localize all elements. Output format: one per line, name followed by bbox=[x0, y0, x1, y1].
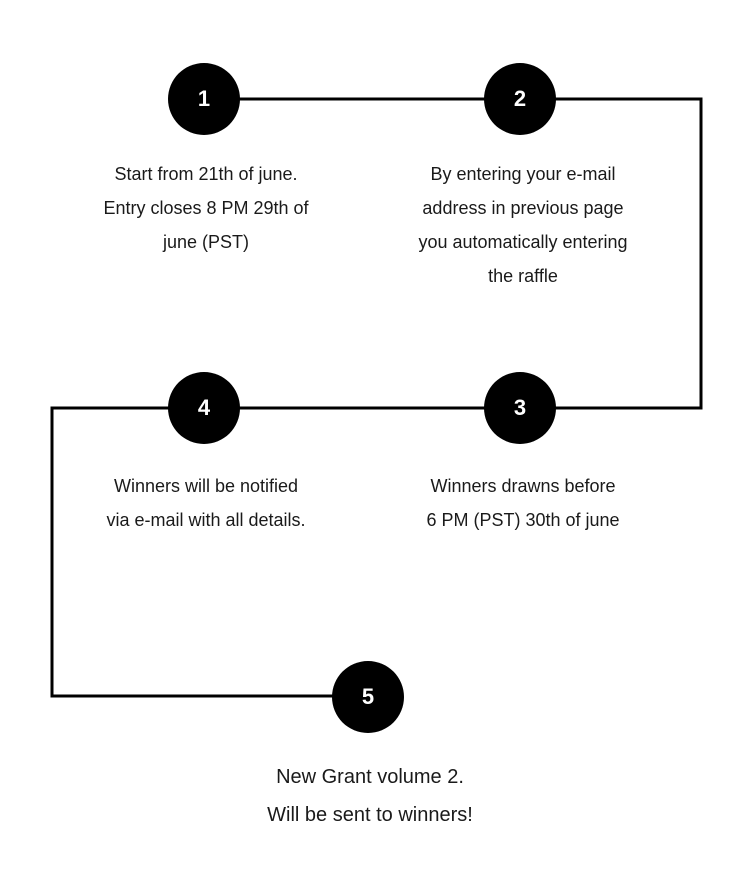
step-2-description: By entering your e-mail address in previ… bbox=[418, 164, 628, 286]
step-3-badge: 3 bbox=[484, 372, 556, 444]
step-4-badge: 4 bbox=[168, 372, 240, 444]
step-3-description: Winners drawns before 6 PM (PST) 30th of… bbox=[426, 476, 620, 530]
step-1-badge: 1 bbox=[168, 63, 240, 135]
step-5-badge: 5 bbox=[332, 661, 404, 733]
step-2-badge: 2 bbox=[484, 63, 556, 135]
step-1-description: Start from 21th of june. Entry closes 8 … bbox=[103, 164, 309, 252]
connector-line bbox=[50, 97, 703, 698]
step-5-description: New Grant volume 2. Will be sent to winn… bbox=[267, 766, 473, 826]
step-4-description: Winners will be notified via e-mail with… bbox=[106, 476, 306, 530]
